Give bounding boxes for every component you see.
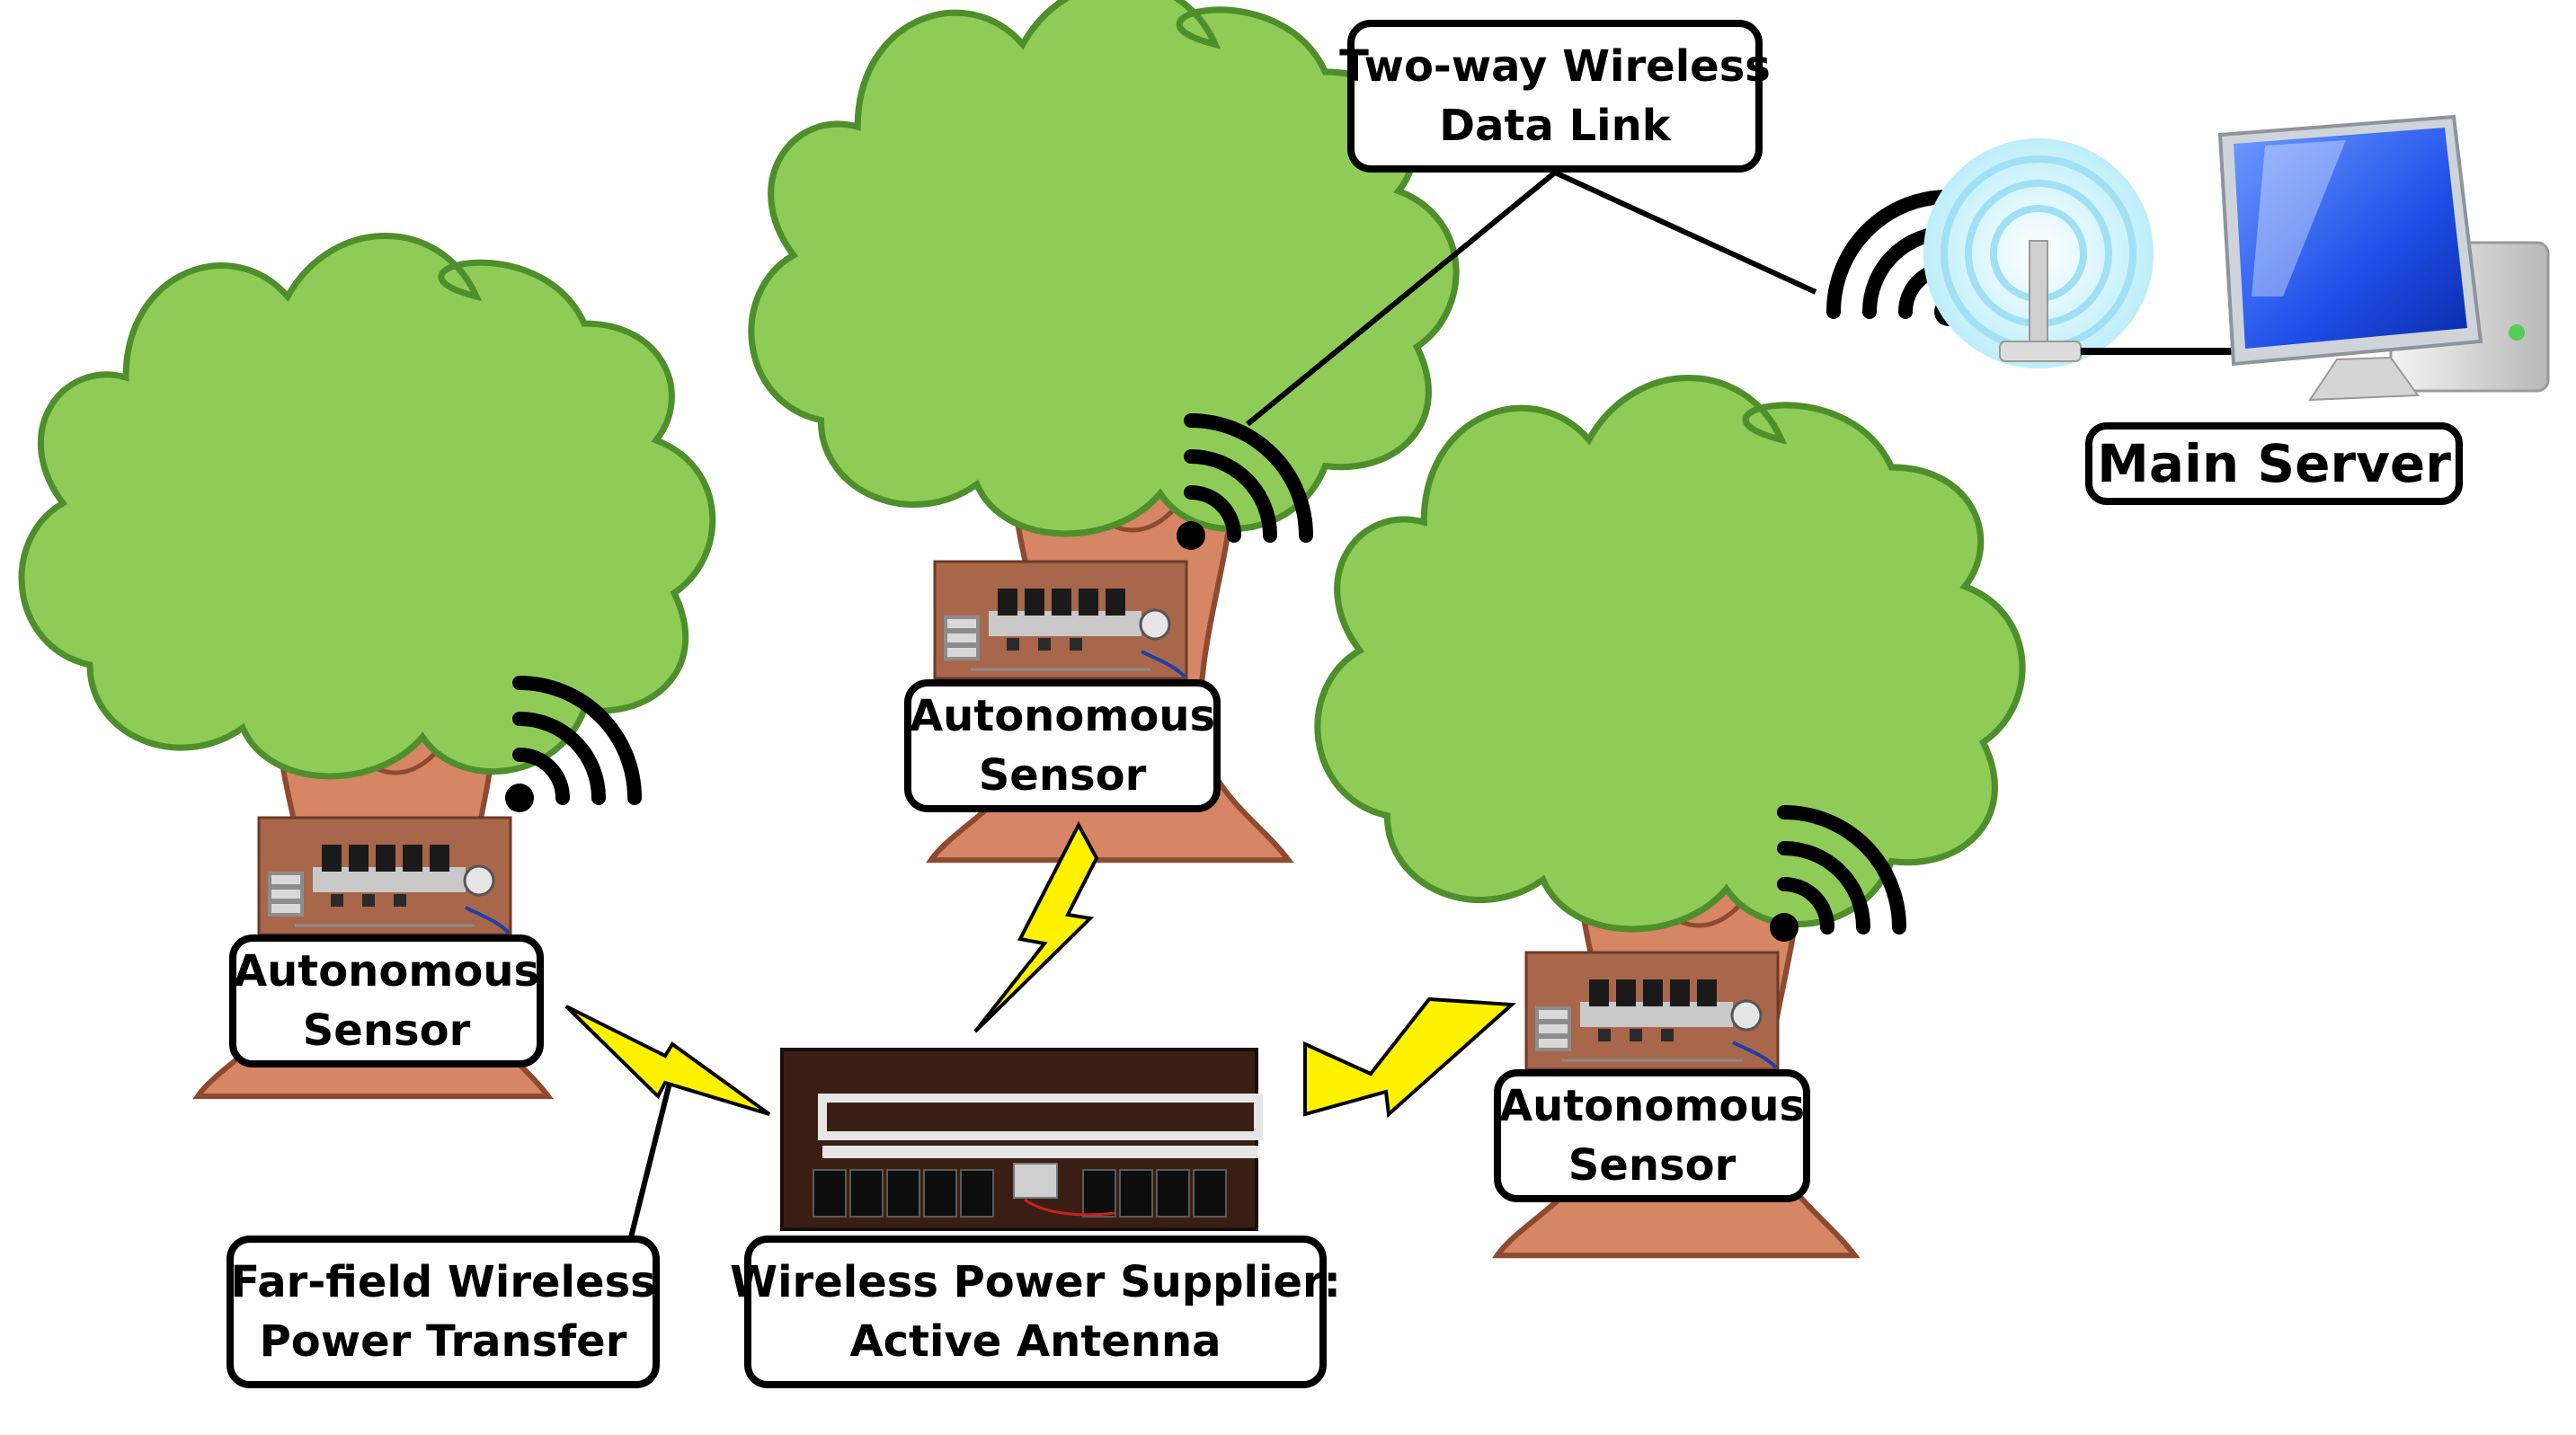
data-link-pointer-to-server bbox=[1553, 170, 1817, 295]
wpt-pointer-line bbox=[626, 1082, 672, 1245]
data-link-pointer-to-tree bbox=[1246, 170, 1557, 427]
sensor-label-center: Autonomous Sensor bbox=[904, 679, 1221, 812]
sensor-board-right-icon bbox=[1524, 951, 1780, 1071]
sensor-label-right-line1: Autonomous bbox=[1498, 1081, 1806, 1131]
wpt-label-line2: Power Transfer bbox=[259, 1316, 627, 1367]
wpt-label-line1: Far-field Wireless bbox=[230, 1257, 656, 1307]
data-link-label-line1: Two-way Wireless bbox=[1339, 41, 1771, 92]
main-server-label: Main Server bbox=[2085, 422, 2463, 505]
power-supplier-label-line1: Wireless Power Supplier: bbox=[730, 1257, 1341, 1307]
sensor-label-center-line2: Sensor bbox=[978, 750, 1147, 801]
lightning-bolt-left-icon bbox=[564, 1005, 771, 1116]
lightning-bolt-center-icon bbox=[973, 820, 1099, 1033]
monitor-icon bbox=[2217, 114, 2550, 402]
router-icon bbox=[1923, 138, 2247, 368]
power-supplier-label: Wireless Power Supplier: Active Antenna bbox=[730, 1236, 1341, 1388]
data-link-label-line2: Data Link bbox=[1439, 101, 1671, 151]
sensor-label-right-line2: Sensor bbox=[1568, 1140, 1737, 1191]
sensor-label-left-line1: Autonomous bbox=[233, 946, 540, 997]
main-server-label-text: Main Server bbox=[2097, 433, 2451, 494]
sensor-board-left-icon bbox=[257, 816, 512, 936]
power-supplier-label-line2: Active Antenna bbox=[849, 1316, 1221, 1367]
data-link-label: Two-way Wireless Data Link bbox=[1339, 20, 1771, 173]
wpt-label: Far-field Wireless Power Transfer bbox=[227, 1236, 660, 1388]
sensor-label-left: Autonomous Sensor bbox=[229, 935, 544, 1067]
sensor-label-center-line1: Autonomous bbox=[909, 691, 1216, 741]
lightning-bolt-right-icon bbox=[1303, 997, 1516, 1119]
antenna-panel-icon bbox=[780, 1048, 1263, 1231]
sensor-board-center-icon bbox=[933, 560, 1188, 680]
sensor-label-left-line2: Sensor bbox=[302, 1005, 471, 1056]
sensor-label-right: Autonomous Sensor bbox=[1494, 1069, 1810, 1202]
